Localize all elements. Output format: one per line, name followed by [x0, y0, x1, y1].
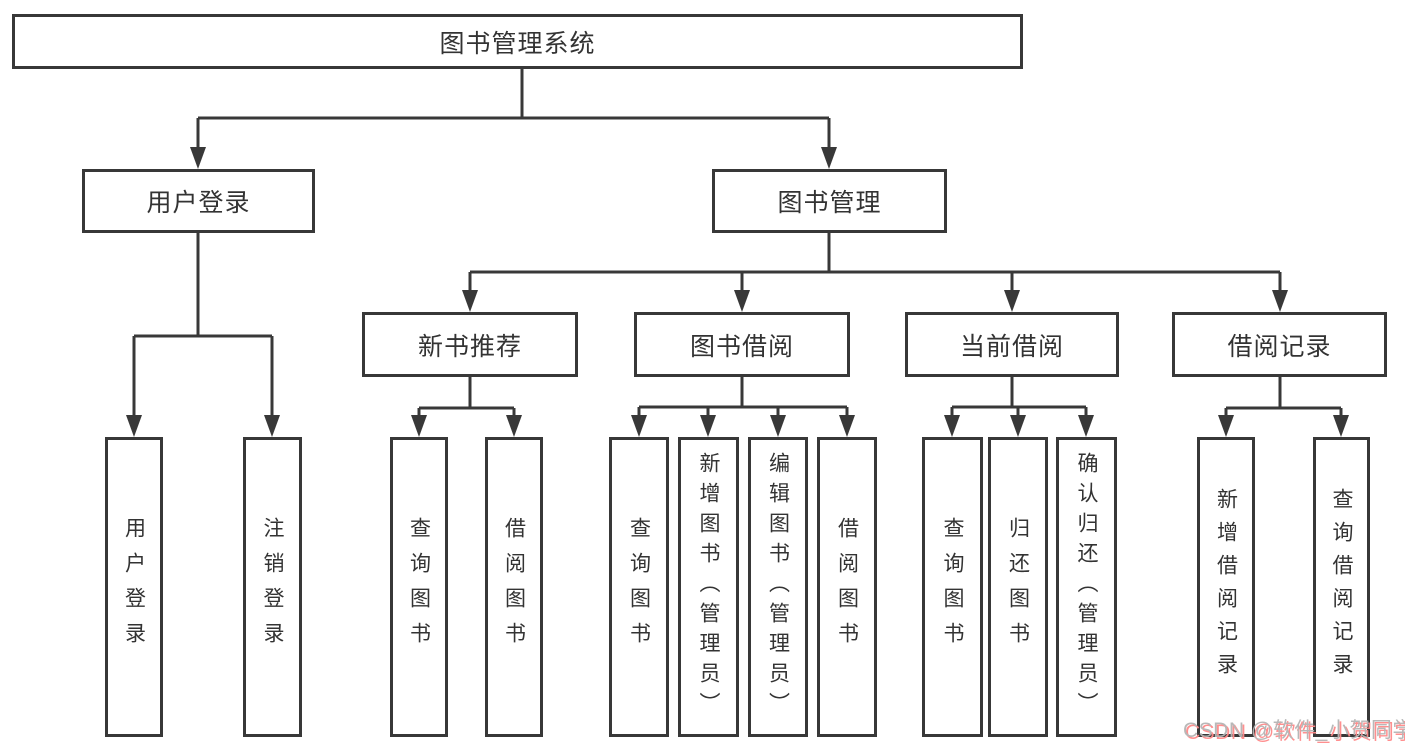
leaf-logout: 注销登录: [243, 437, 302, 737]
node-root: 图书管理系统: [12, 14, 1023, 69]
node-new-book-recommend: 新书推荐: [362, 312, 578, 377]
connector-current-borrowing-to-leaves: [944, 377, 1094, 437]
arrowhead-user-login: [190, 147, 206, 169]
node-label: 用户登录: [146, 189, 251, 217]
leaf-return-book: 归还图书: [988, 437, 1048, 737]
node-label: 图书管理: [777, 189, 882, 217]
leaf-edit-book-admin: 编辑图书（管理员）: [748, 437, 808, 737]
node-label: 图书借阅: [689, 332, 794, 361]
leaf-label: 查询图书: [407, 517, 431, 657]
arrowhead-leaf-return-book: [1010, 415, 1026, 437]
leaf-add-borrow-record: 新增借阅记录: [1197, 437, 1255, 737]
arrowhead-leaf-logout: [264, 415, 280, 437]
leaf-label: 编辑图书（管理员）: [766, 452, 790, 722]
leaf-borrow-books-recommend: 借阅图书: [485, 437, 543, 737]
leaf-label: 借阅图书: [502, 517, 526, 657]
leaf-query-books-borrowing: 查询图书: [609, 437, 669, 737]
arrowhead-leaf-user-login: [126, 415, 142, 437]
leaf-label: 归还图书: [1006, 517, 1030, 657]
leaf-label: 查询图书: [941, 517, 964, 657]
leaf-label: 确认归还（管理员）: [1075, 452, 1098, 722]
arrowhead-leaf-borrow-books-1: [506, 415, 522, 437]
arrowhead-leaf-add-book: [700, 415, 716, 437]
arrowhead-borrow-records: [1272, 290, 1288, 312]
node-borrow-records: 借阅记录: [1172, 312, 1387, 377]
arrowhead-new-book-recommend: [462, 290, 478, 312]
arrowhead-leaf-query-books-3: [944, 415, 960, 437]
connector-new-book-recommend-to-leaves: [411, 377, 522, 437]
leaf-label: 用户登录: [122, 517, 146, 657]
leaf-label: 查询图书: [627, 517, 651, 657]
arrowhead-book-borrowing: [734, 290, 750, 312]
node-current-borrowing: 当前借阅: [905, 312, 1119, 377]
connector-book-management-to-level3: [462, 233, 1288, 312]
leaf-user-login: 用户登录: [105, 437, 163, 737]
node-label: 当前借阅: [959, 332, 1064, 361]
leaf-label: 新增借阅记录: [1214, 488, 1238, 686]
leaf-query-borrow-record: 查询借阅记录: [1313, 437, 1370, 737]
node-label: 借阅记录: [1227, 332, 1332, 361]
node-book-borrowing: 图书借阅: [634, 312, 850, 377]
leaf-label: 注销登录: [261, 517, 284, 657]
node-label: 新书推荐: [417, 332, 522, 361]
leaf-confirm-return-admin: 确认归还（管理员）: [1056, 437, 1117, 737]
arrowhead-leaf-edit-book: [770, 415, 786, 437]
csdn-watermark: CSDN @软件_小贺同学: [1183, 719, 1405, 742]
connector-book-borrowing-to-leaves: [631, 377, 855, 437]
leaf-label: 查询借阅记录: [1330, 488, 1353, 686]
arrowhead-leaf-query-books-1: [411, 415, 427, 437]
leaf-add-book-admin: 新增图书（管理员）: [678, 437, 739, 737]
leaf-query-books-current: 查询图书: [922, 437, 983, 737]
connector-borrow-records-to-leaves: [1218, 377, 1349, 437]
arrowhead-leaf-query-borrow-record: [1333, 415, 1349, 437]
arrowhead-leaf-borrow-books-2: [839, 415, 855, 437]
node-book-management: 图书管理: [712, 169, 947, 233]
arrowhead-leaf-query-books-2: [631, 415, 647, 437]
leaf-borrow-books-borrowing: 借阅图书: [817, 437, 877, 737]
node-label: 图书管理系统: [439, 29, 596, 58]
arrowhead-book-management: [821, 147, 837, 169]
connector-root-to-level2: [190, 69, 837, 169]
node-user-login: 用户登录: [82, 169, 315, 233]
arrowhead-current-borrowing: [1004, 290, 1020, 312]
leaf-query-books-recommend: 查询图书: [390, 437, 448, 737]
connector-user-login-to-leaves: [126, 233, 280, 437]
leaf-label: 新增图书（管理员）: [697, 452, 720, 722]
arrowhead-leaf-confirm-return: [1078, 415, 1094, 437]
leaf-label: 借阅图书: [835, 517, 859, 657]
arrowhead-leaf-add-borrow-record: [1218, 415, 1234, 437]
